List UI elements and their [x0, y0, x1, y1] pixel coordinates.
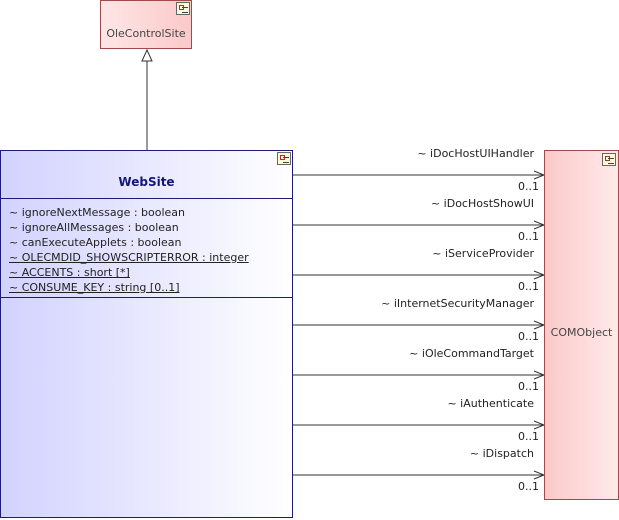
attributes-divider: [1, 198, 292, 199]
association-multiplicity-label: 0..1: [518, 430, 539, 443]
class-olecontrolsite[interactable]: OleControlSite: [100, 0, 192, 49]
generalization: [141, 48, 153, 150]
attribute-item[interactable]: ~ ACCENTS : short [*]: [9, 265, 249, 280]
attribute-list: ~ ignoreNextMessage : boolean ~ ignoreAl…: [9, 205, 249, 295]
association-multiplicity-label: 0..1: [518, 380, 539, 393]
association-lines: [293, 170, 546, 480]
association-multiplicity-label: 0..1: [518, 180, 539, 193]
attribute-text: ~ ignoreNextMessage : boolean: [9, 206, 186, 219]
attribute-item[interactable]: ~ ignoreAllMessages : boolean: [9, 220, 249, 235]
class-name: OleControlSite: [106, 27, 186, 40]
class-name: WebSite: [118, 175, 175, 189]
class-stereotype-icon: [602, 153, 616, 166]
class-comobject[interactable]: COMObject: [544, 150, 619, 500]
attribute-text: ~ ignoreAllMessages : boolean: [9, 221, 179, 234]
attribute-text: ~ canExecuteApplets : boolean: [9, 236, 182, 249]
class-website[interactable]: WebSite ~ ignoreNextMessage : boolean ~ …: [0, 150, 293, 518]
association-multiplicity-label: 0..1: [518, 480, 539, 493]
operations-divider: [1, 297, 292, 298]
association-role-label: ~ iOleCommandTarget: [409, 347, 534, 360]
association-role-label: ~ iServiceProvider: [432, 247, 534, 260]
class-stereotype-icon: [277, 152, 291, 165]
association-multiplicity-label: 0..1: [518, 230, 539, 243]
class-name: COMObject: [550, 326, 613, 339]
association-role-label: ~ iDocHostShowUI: [430, 197, 534, 210]
generalization-arrowhead: [141, 48, 153, 62]
attribute-text: ~ ACCENTS : short [*]: [9, 266, 130, 279]
class-stereotype-icon: [176, 2, 190, 15]
attribute-text: ~ OLECMDID_SHOWSCRIPTERROR : integer: [9, 251, 249, 264]
association-role-label: ~ iDispatch: [469, 447, 534, 460]
attribute-item[interactable]: ~ canExecuteApplets : boolean: [9, 235, 249, 250]
association-role-label: ~ iDocHostUIHandler: [417, 147, 534, 160]
attribute-item[interactable]: ~ ignoreNextMessage : boolean: [9, 205, 249, 220]
association-role-label: ~ iAuthenticate: [447, 397, 534, 410]
attribute-item[interactable]: ~ CONSUME_KEY : string [0..1]: [9, 280, 249, 295]
attribute-item[interactable]: ~ OLECMDID_SHOWSCRIPTERROR : integer: [9, 250, 249, 265]
association-multiplicity-label: 0..1: [518, 330, 539, 343]
attribute-text: ~ CONSUME_KEY : string [0..1]: [9, 281, 180, 294]
association-multiplicity-label: 0..1: [518, 280, 539, 293]
association-role-label: ~ iInternetSecurityManager: [381, 297, 534, 310]
